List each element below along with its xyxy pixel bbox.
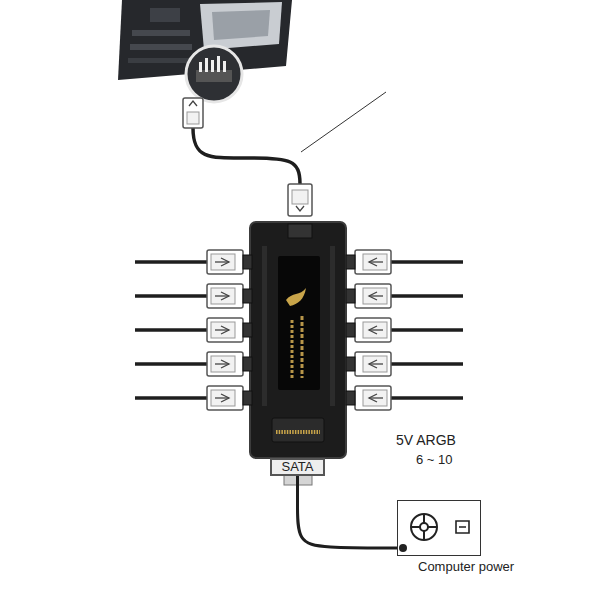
motherboard-part [130, 44, 192, 50]
argb-ports-right-part [346, 352, 463, 376]
hub-body-part [250, 222, 346, 458]
argb-ports-right-part [346, 284, 463, 308]
power-symbols-part [420, 523, 428, 531]
connector-layer [298, 476, 398, 548]
mainboard-cable-part [189, 101, 197, 106]
hub-body-part [276, 430, 320, 434]
header-zoom-badge-part [205, 58, 208, 72]
motherboard-part [128, 58, 192, 63]
mainboard-cable-part [301, 92, 386, 152]
hub-body-part [278, 256, 320, 390]
argb-ports-right [346, 250, 463, 410]
mainboard-cable-part [292, 190, 308, 204]
argb-ports-left-part [135, 250, 252, 274]
power-symbols-part [456, 521, 469, 533]
power-supply-box: Computer power [397, 500, 481, 556]
argb-ports-right-part [346, 386, 463, 410]
hub-body [250, 222, 346, 458]
motherboard [118, 0, 292, 80]
power-symbols-part [411, 514, 437, 540]
node-text: Computer power [418, 559, 514, 574]
hub-body-part [262, 246, 267, 406]
motherboard-part [212, 10, 270, 40]
mainboard-cable-part [193, 128, 300, 184]
header-zoom-badge-part [223, 61, 226, 72]
hub-body-part [286, 288, 306, 306]
argb-ports-right-part [346, 250, 463, 274]
hub-body-part [288, 224, 312, 238]
header-zoom-badge-part [217, 56, 220, 72]
argb-ports-left [135, 250, 252, 410]
hub-body-part [272, 418, 324, 442]
power-symbols-part [399, 544, 407, 552]
motherboard-part [118, 0, 292, 80]
header-zoom-badge-part [211, 60, 214, 72]
motherboard-part [150, 8, 180, 22]
mainboard-cable-part [183, 98, 203, 128]
sata-connector-box: SATA [270, 458, 325, 476]
spec-label: 6 ~ 10 [416, 452, 453, 467]
mainboard-cable-part [296, 206, 304, 211]
spec-label: 5V ARGB [396, 432, 456, 448]
argb-ports-left-part [135, 386, 252, 410]
mainboard-cable-part [288, 184, 312, 216]
argb-ports-right-part [346, 318, 463, 342]
argb-ports-left-part [135, 318, 252, 342]
argb-ports-left-part [135, 352, 252, 376]
motherboard-part [200, 2, 282, 50]
hub-body-part [301, 316, 304, 378]
power-cable [298, 476, 398, 548]
hub-body-part [291, 320, 294, 378]
header-zoom-badge-part [186, 46, 242, 102]
mainboard-cable-part [187, 112, 199, 124]
power-symbols [399, 514, 469, 552]
header-zoom-badge-part [199, 62, 202, 72]
motherboard-part [132, 30, 190, 36]
argb-ports-left-part [135, 284, 252, 308]
hub-body-part [330, 246, 335, 406]
mainboard-cable [183, 92, 386, 216]
node-text: SATA [272, 460, 323, 474]
header-zoom-badge [186, 46, 242, 102]
